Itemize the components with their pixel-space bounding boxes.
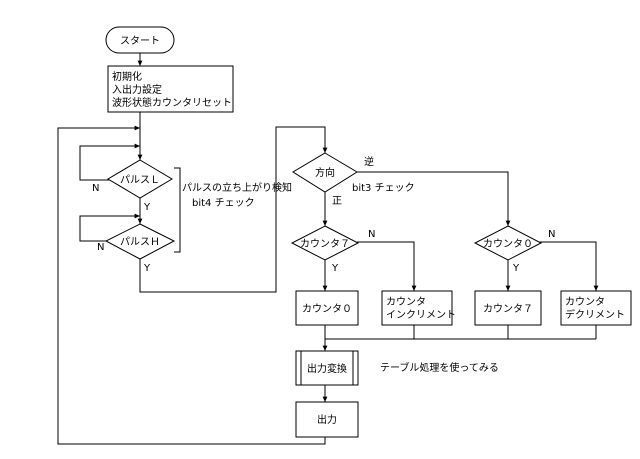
node-pulse-high-label: パルスＨ [120,236,160,248]
edge-counter0-no [540,241,599,291]
convert-note: テーブル処理を使ってみる [380,361,499,374]
pulse-low-no-label: N [92,183,99,194]
node-start: スタート [105,26,175,54]
pulse-high-no-label: N [97,242,104,253]
edge-detect-note: パルスの立ち上がり検知 [182,181,292,194]
node-counter7-check: カウンタ７ [290,225,360,261]
node-decrement-line-1: カウンタ [565,296,605,308]
forward-label: 正 [332,196,342,207]
node-decrement: カウンタ デクリメント [560,290,632,326]
edge-direction-reverse [357,171,511,226]
node-output: 出力 [295,401,359,438]
node-pulse-low: パルスＬ [107,159,173,199]
pulse-high-yes-label: Y [143,263,151,274]
counter7-no-label: N [368,229,375,240]
node-pulse-high: パルスＨ [104,223,176,260]
node-init-line-1: 初期化 [112,70,142,83]
node-init: 初期化 入出力設定 波形状態カウンタリセット [107,65,234,113]
counter7-yes-label: Y [331,263,339,274]
node-increment-line-2: インクリメント [386,309,456,321]
node-counter7-check-label: カウンタ７ [300,238,350,250]
counter0-no-label: N [548,229,555,240]
reverse-label: 逆 [364,155,374,168]
flow-edges [57,53,599,445]
pulse-low-yes-label: Y [143,202,151,213]
node-init-line-3: 波形状態カウンタリセット [112,96,232,109]
edge-counter7-no [357,241,417,291]
pulse-detect-bracket [174,167,181,253]
edge-main-loop [57,125,140,445]
node-convert: 出力変換 [295,350,359,386]
node-set-counter0: カウンタ０ [295,290,359,326]
edge-output-loop [140,437,326,445]
edge-pulse-high-yes [139,126,328,293]
node-init-line-2: 入出力設定 [112,83,162,96]
counter0-yes-label: Y [512,263,520,274]
node-set-counter7-label: カウンタ７ [483,303,533,315]
node-start-label: スタート [120,35,160,47]
bit4-note: bit4 チェック [192,197,255,209]
edge-pulse-low-no [79,143,140,181]
node-increment-line-1: カウンタ [386,296,426,308]
node-direction: 方向 [292,152,358,193]
node-increment: カウンタ インクリメント [381,290,456,326]
node-direction-label: 方向 [315,166,335,179]
node-set-counter0-label: カウンタ０ [302,303,352,315]
annotations: パルスの立ち上がり検知 bit4 チェック bit3 チェック 逆 正 テーブル… [92,155,555,374]
edge-pulse-high-no [79,213,140,242]
bit3-note: bit3 チェック [352,182,415,194]
node-set-counter7: カウンタ７ [474,290,542,326]
node-pulse-low-label: パルスＬ [120,174,160,186]
node-convert-label: 出力変換 [307,362,347,375]
node-counter0-check: カウンタ０ [473,225,543,261]
node-output-label: 出力 [317,413,337,426]
node-decrement-line-2: デクリメント [565,308,625,321]
node-counter0-check-label: カウンタ０ [483,238,533,250]
